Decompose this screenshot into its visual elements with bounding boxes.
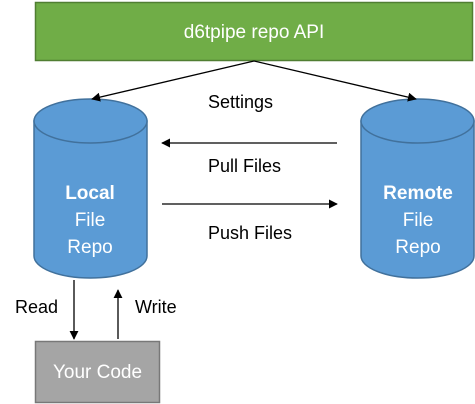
read-label: Read [15,297,58,317]
your-code-box: Your Code [34,340,161,404]
api-label: d6tpipe repo API [184,22,325,43]
remote-repo-line3: Repo [395,237,440,258]
remote-repo-title: Remote [383,183,453,204]
pull-files-label: Pull Files [208,156,281,176]
api-box: d6tpipe repo API [34,1,474,62]
settings-arrow-local [91,60,255,102]
local-repo-line2: File [75,210,106,231]
local-repo-line3: Repo [67,237,112,258]
settings-label: Settings [208,92,273,112]
push-files-label: Push Files [208,223,292,243]
settings-arrow-remote [253,60,417,102]
your-code-label: Your Code [53,362,142,383]
write-label: Write [135,297,177,317]
remote-repo-line2: File [403,210,434,231]
remote-repo-cylinder: Remote File Repo [360,98,475,279]
local-repo-title: Local [65,183,115,204]
local-repo-cylinder: Local File Repo [33,98,148,279]
